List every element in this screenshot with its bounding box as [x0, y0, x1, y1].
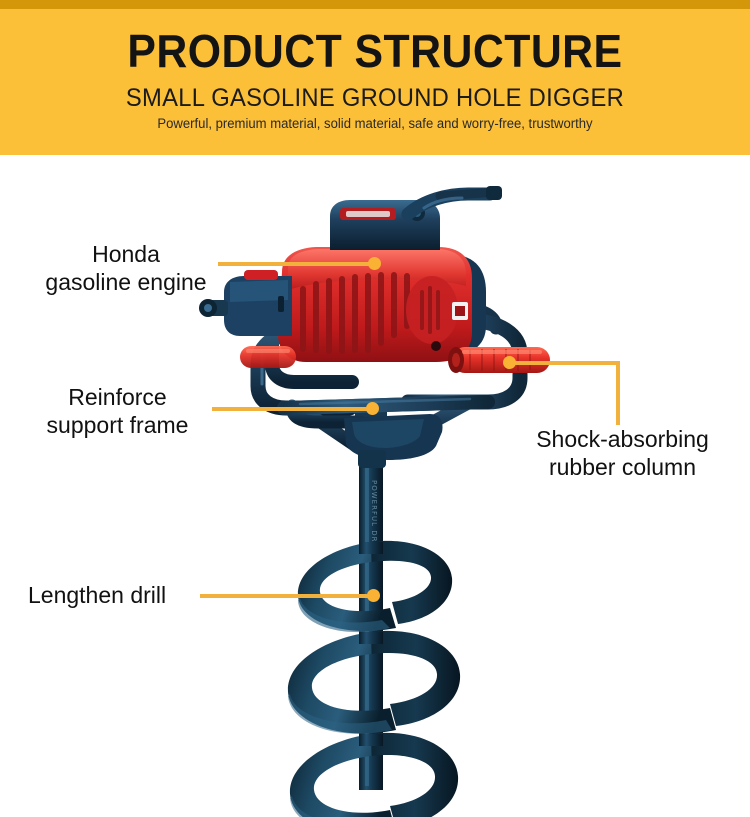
leader-dot-shock [503, 356, 516, 369]
leader-line-honda [218, 262, 378, 266]
leader-dot-honda [368, 257, 381, 270]
clutch-housing [199, 270, 292, 336]
earth-auger-graphic: POWERFUL DRILL [199, 186, 550, 817]
page-subtitle: SMALL GASOLINE GROUND HOLE DIGGER [125, 84, 625, 112]
leader-dot-frame [366, 402, 379, 415]
leader-line-frame [212, 407, 374, 411]
left-rubber-grip [240, 346, 296, 368]
leader-line-shock-vertical [616, 361, 620, 425]
page-title: PRODUCT STRUCTURE [127, 25, 623, 77]
callout-label-honda-gasoline-engine: Honda gasoline engine [45, 241, 207, 295]
callout-label-shock-absorbing-rubber-column: Shock-absorbing rubber column [536, 426, 709, 480]
gearbox-housing [344, 414, 443, 468]
leader-line-shock-horizontal [508, 361, 620, 365]
product-illustration: POWERFUL DRILL [0, 150, 750, 817]
throttle-handle [401, 186, 502, 221]
clutch-red-cap [244, 270, 278, 280]
auger-flights [287, 540, 461, 817]
callout-label-reinforce-support-frame: Reinforce support frame [46, 384, 189, 438]
leader-dot-drill [367, 589, 380, 602]
shaft-print-text: POWERFUL DRILL [370, 480, 378, 555]
header-banner: PRODUCT STRUCTURE SMALL GASOLINE GROUND … [0, 0, 750, 155]
shock-absorbing-rubber-column [448, 347, 550, 373]
leader-line-drill [200, 594, 375, 598]
engine-cooling-fins [300, 272, 410, 354]
header-top-accent-bar [0, 0, 750, 9]
callout-label-lengthen-drill: Lengthen drill [28, 582, 167, 608]
honda-gasoline-engine [278, 247, 486, 362]
page-tagline: Powerful, premium material, solid materi… [157, 116, 593, 131]
